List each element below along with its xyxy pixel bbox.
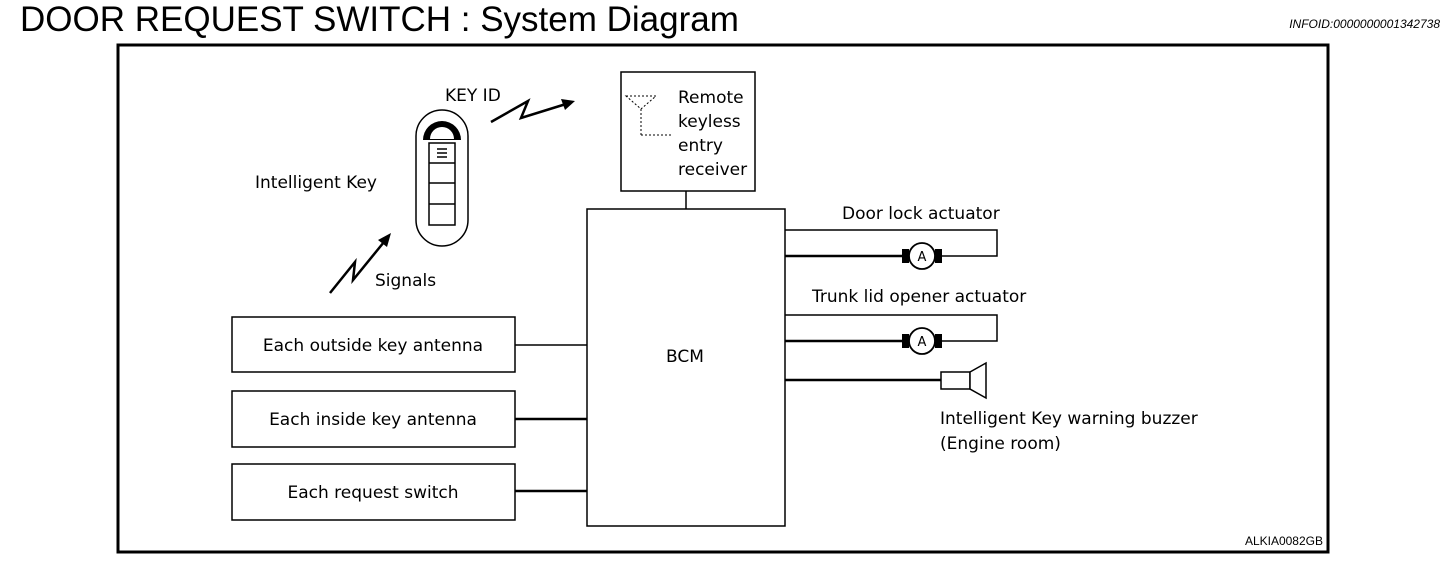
trunk-motor-icon: A xyxy=(902,327,942,355)
intelligent-key-label: Intelligent Key xyxy=(255,173,377,193)
receiver-label-line-2: keyless xyxy=(678,112,741,132)
inside-antenna-label: Each inside key antenna xyxy=(269,410,477,430)
trunk-motor-symbol: A xyxy=(918,335,927,350)
intelligent-key-icon xyxy=(415,109,469,247)
bcm-label: BCM xyxy=(666,347,704,367)
key-id-label: KEY ID xyxy=(445,86,501,106)
outside-antenna-label: Each outside key antenna xyxy=(263,336,483,356)
page-title: DOOR REQUEST SWITCH : System Diagram xyxy=(20,0,739,39)
bcm-box xyxy=(586,208,786,527)
receiver-box xyxy=(620,71,756,192)
buzzer-icon xyxy=(940,361,987,400)
trunk-circuit xyxy=(785,314,998,343)
receiver-label-line-1: Remote xyxy=(678,88,744,108)
diagram-frame xyxy=(116,43,1330,554)
key-id-signal-icon xyxy=(490,98,575,124)
door-lock-motor-symbol: A xyxy=(918,250,927,265)
door-lock-circuit xyxy=(785,229,998,258)
request-switch-label: Each request switch xyxy=(288,483,459,503)
door-lock-label: Door lock actuator xyxy=(842,204,1000,224)
buzzer-label-line-2: (Engine room) xyxy=(940,434,1061,454)
signals-label: Signals xyxy=(375,271,436,291)
door-lock-motor-icon: A xyxy=(902,242,942,270)
info-id: INFOID:0000000001342738 xyxy=(1289,17,1440,31)
trunk-label: Trunk lid opener actuator xyxy=(811,287,1026,307)
buzzer-label-line-1: Intelligent Key warning buzzer xyxy=(940,409,1198,429)
signals-icon xyxy=(329,233,391,294)
antenna-icon xyxy=(624,95,672,136)
receiver-label-line-3: entry xyxy=(678,136,723,156)
receiver-label-line-4: receiver xyxy=(678,160,747,180)
figure-code: ALKIA0082GB xyxy=(1245,534,1323,548)
